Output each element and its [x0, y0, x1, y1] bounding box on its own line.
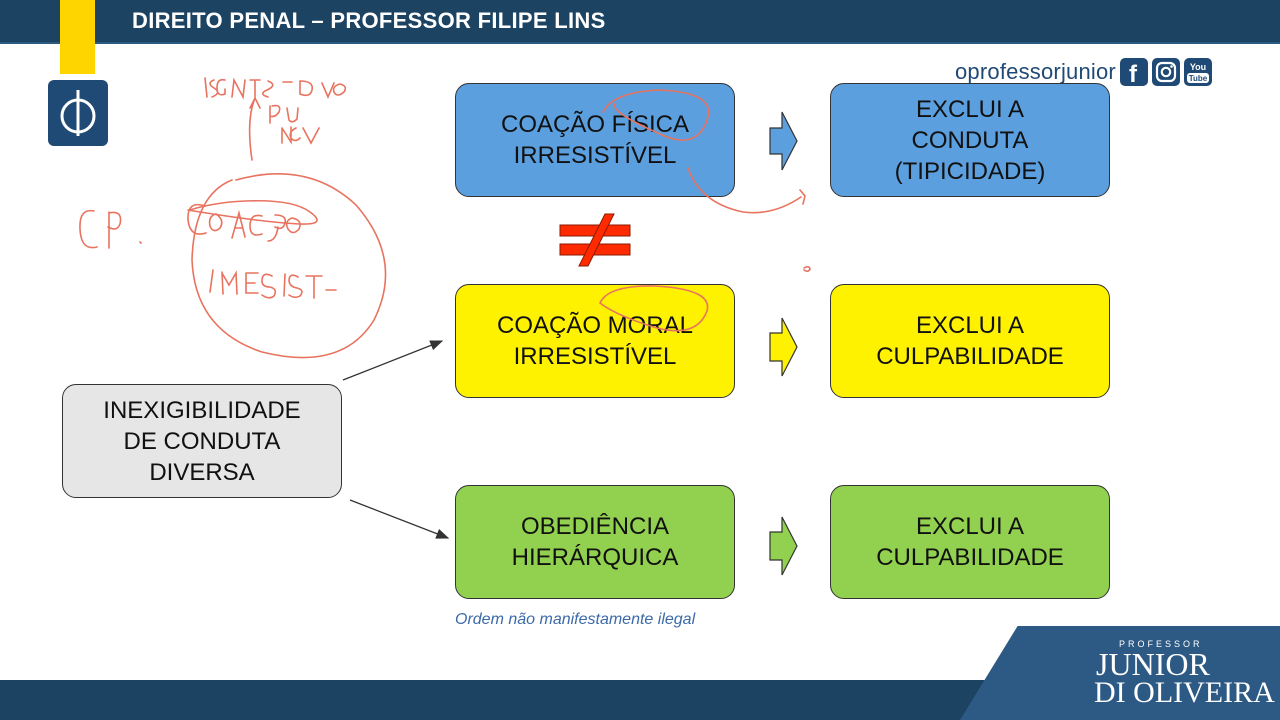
note-ordem: Ordem não manifestamente ilegal — [455, 611, 696, 628]
instagram-icon[interactable] — [1151, 58, 1180, 86]
logo — [48, 80, 108, 146]
box-line: EXCLUI A — [915, 513, 1025, 540]
not-equal-icon — [559, 213, 631, 267]
obediencia-hierarquica-box: OBEDIÊNCIA HIERÁRQUICA — [455, 485, 735, 599]
box-line: EXCLUI A — [915, 95, 1025, 123]
exclui-conduta-box: EXCLUI A CONDUTA (TIPICIDADE) — [830, 83, 1110, 197]
brand-surname: DI OLIVEIRA — [1094, 676, 1275, 709]
box-line: CONDUTA — [911, 126, 1029, 154]
box-line: INEXIGIBILIDADE — [103, 396, 301, 424]
box-line: HIERÁRQUICA — [511, 544, 679, 571]
exclui-culpabilidade-box-moral: EXCLUI A CULPABILIDADE — [830, 284, 1110, 398]
facebook-icon[interactable]: f — [1119, 58, 1148, 88]
logo-icon — [60, 90, 96, 136]
page-title: DIREITO PENAL – PROFESSOR FILIPE LINS — [132, 8, 606, 33]
box-line: CULPABILIDADE — [876, 343, 1064, 370]
handwritten-annotations — [79, 77, 811, 359]
brand-panel — [960, 626, 1280, 720]
brand-small-label: PROFESSOR — [1119, 639, 1203, 649]
block-arrow-yellow — [769, 317, 798, 377]
connector-arrow-down — [349, 499, 450, 539]
box-line: EXCLUI A — [915, 312, 1025, 339]
box-line: DIVERSA — [149, 458, 255, 486]
box-line: COAÇÃO MORAL — [496, 312, 694, 339]
box-line: OBEDIÊNCIA — [520, 513, 670, 540]
social-handle[interactable]: oprofessorjunior — [955, 59, 1116, 84]
svg-text:Tube: Tube — [1189, 74, 1208, 83]
connector-arrow-up — [342, 340, 444, 381]
box-line: IRRESISTÍVEL — [513, 142, 677, 169]
block-arrow-blue — [769, 111, 798, 171]
inexigibilidade-box: INEXIGIBILIDADE DE CONDUTA DIVERSA — [62, 384, 342, 498]
coacao-moral-box: COAÇÃO MORAL IRRESISTÍVEL — [455, 284, 735, 398]
exclui-culpabilidade-box-obediencia: EXCLUI A CULPABILIDADE — [830, 485, 1110, 599]
block-arrow-green — [769, 516, 798, 576]
brand-name: JUNIOR — [1096, 646, 1210, 682]
box-line: CULPABILIDADE — [876, 544, 1064, 571]
box-line: (TIPICIDADE) — [894, 157, 1046, 185]
svg-text:You: You — [1190, 62, 1206, 72]
box-line: DE CONDUTA — [123, 427, 281, 455]
box-line: IRRESISTÍVEL — [513, 343, 677, 370]
yellow-accent-tab — [60, 0, 95, 74]
svg-text:f: f — [1129, 61, 1138, 86]
header-bar: DIREITO PENAL – PROFESSOR FILIPE LINS — [0, 0, 1280, 44]
